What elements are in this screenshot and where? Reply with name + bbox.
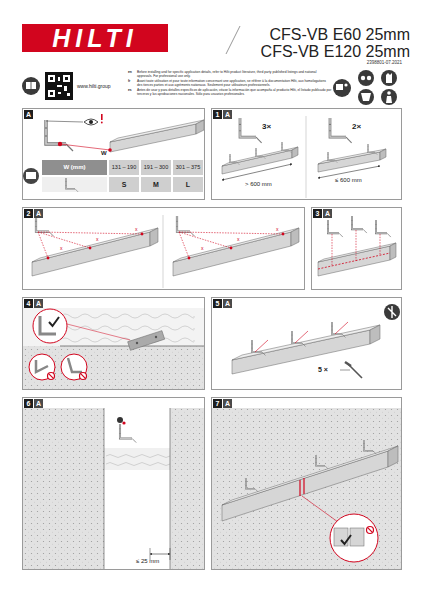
step-number: 4 bbox=[24, 299, 33, 308]
instruction-panel: 7A bbox=[211, 397, 402, 570]
notice-text: Before installing and for specific appli… bbox=[137, 71, 332, 79]
step-number: 3 bbox=[313, 209, 322, 218]
table-cell: S bbox=[109, 177, 139, 192]
instruction-panel: 3A bbox=[311, 207, 402, 290]
method-tab: A bbox=[223, 110, 232, 119]
step-number: 2 bbox=[24, 209, 33, 218]
step-header: A bbox=[24, 110, 33, 119]
language-code: es bbox=[128, 89, 136, 93]
table-cell: 191 – 300 bbox=[141, 160, 171, 175]
step-number: 1 bbox=[213, 110, 222, 119]
method-tab: A bbox=[223, 399, 232, 408]
dimension-label: ≤ 600 mm bbox=[335, 177, 385, 184]
method-tab: A bbox=[34, 209, 43, 218]
quantity-label: 3× bbox=[262, 122, 282, 131]
document-title: CFS-VB E60 25mm CFS-VB E120 25mm bbox=[228, 26, 410, 60]
spacing-mark: x bbox=[135, 226, 141, 232]
brand-logo: HILTI bbox=[22, 24, 168, 52]
quantity-label: 5 × bbox=[318, 366, 342, 374]
spacing-mark: x bbox=[96, 236, 102, 242]
table-cell: L bbox=[173, 177, 203, 192]
table-cell: 301 – 375 bbox=[173, 160, 203, 175]
step-header: 1A bbox=[213, 110, 232, 119]
spacing-mark: x bbox=[276, 226, 282, 232]
language-code: fr bbox=[128, 80, 136, 84]
instruction-panel: 1A bbox=[211, 108, 402, 200]
step-number: A bbox=[24, 110, 33, 119]
step-number: 7 bbox=[213, 399, 222, 408]
spacing-mark: x bbox=[60, 245, 66, 251]
dimension-label: W bbox=[101, 150, 111, 157]
notice-text: Avant toute utilisation et pour toute in… bbox=[137, 80, 332, 88]
instruction-panel: 5A bbox=[211, 297, 402, 390]
instruction-panel: 2A bbox=[22, 207, 305, 290]
dimension-label: ≤ 25 mm bbox=[136, 558, 176, 565]
table-cell: 131 – 190 bbox=[109, 160, 139, 175]
method-tab: A bbox=[34, 299, 43, 308]
notice-text: Antes de usar y para detalles específico… bbox=[137, 89, 332, 97]
step-header: 3A bbox=[313, 209, 332, 218]
step-header: 6A bbox=[24, 399, 43, 408]
step-header: 5A bbox=[213, 299, 232, 308]
table-header: W (mm) bbox=[42, 160, 107, 175]
spacing-mark: x bbox=[237, 236, 243, 242]
instruction-panel: A bbox=[22, 108, 205, 200]
spacing-mark: x bbox=[201, 245, 207, 251]
dimension-label: > 600 mm bbox=[245, 181, 295, 188]
step-header: 4A bbox=[24, 299, 43, 308]
web-address: www.hilti.group bbox=[77, 83, 127, 89]
step-header: 7A bbox=[213, 399, 232, 408]
quantity-label: 2× bbox=[352, 122, 372, 131]
step-header: 2A bbox=[24, 209, 43, 218]
table-cell: M bbox=[141, 177, 171, 192]
step-number: 5 bbox=[213, 299, 222, 308]
method-tab: A bbox=[223, 299, 232, 308]
method-tab: A bbox=[323, 209, 332, 218]
instruction-panel: 6A bbox=[22, 397, 205, 570]
document-number: 2398801-07.2021 bbox=[300, 60, 402, 65]
step-number: 6 bbox=[24, 399, 33, 408]
language-code: en bbox=[128, 71, 136, 75]
method-tab: A bbox=[34, 399, 43, 408]
instruction-panel: 4A bbox=[22, 297, 205, 390]
